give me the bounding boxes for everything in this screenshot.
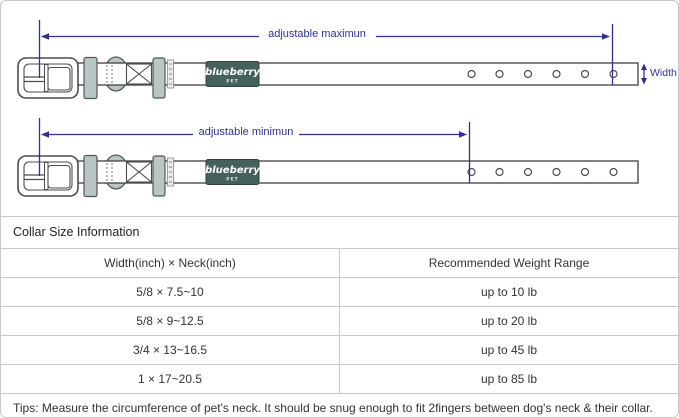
max-dimension-lines	[38, 20, 614, 85]
weight-cell: up to 10 lb	[339, 278, 678, 306]
brand-patch-text: blueberry	[205, 67, 260, 78]
brand-patch-subtext: PET	[226, 79, 238, 85]
adjustable-minimum-label: adjustable minimun	[198, 126, 294, 138]
keeper-loop	[83, 154, 98, 198]
x-stitch-box	[125, 63, 153, 85]
table-header-row: Width(inch) × Neck(inch) Recommended Wei…	[1, 248, 678, 277]
weight-cell: up to 20 lb	[339, 307, 678, 335]
width-label: Width	[650, 67, 677, 79]
keeper-loop	[152, 57, 166, 99]
collar-size-table-section: Collar Size Information Width(inch) × Ne…	[1, 216, 678, 417]
adjustment-holes	[467, 69, 618, 79]
woven-label	[167, 157, 174, 187]
collar-diagram: blueberry PET	[1, 1, 678, 216]
stitch-lines	[106, 163, 113, 181]
collar-max: blueberry PET	[17, 56, 639, 100]
brand-patch-subtext: PET	[226, 177, 238, 183]
size-cell: 5/8 × 9~12.5	[136, 314, 204, 328]
table-row: 3/4 × 13~16.5 up to 45 lb	[1, 335, 678, 364]
section-title-text: Collar Size Information	[13, 225, 140, 239]
column-header-weight: Recommended Weight Range	[339, 249, 678, 277]
column-header-size: Width(inch) × Neck(inch)	[104, 256, 236, 270]
buckle	[17, 57, 79, 99]
collar-min: blueberry PET	[17, 154, 639, 198]
woven-label	[167, 59, 174, 89]
table-row: 5/8 × 9~12.5 up to 20 lb	[1, 306, 678, 335]
buckle	[17, 155, 79, 197]
brand-patch-text: blueberry	[205, 165, 260, 176]
adjustment-holes	[467, 167, 618, 177]
keeper-loop	[83, 56, 98, 100]
size-cell: 3/4 × 13~16.5	[132, 343, 208, 357]
collar-diagram-canvas: blueberry PET	[17, 20, 647, 198]
table-row: 5/8 × 7.5~10 up to 10 lb	[1, 277, 678, 306]
section-title: Collar Size Information	[1, 217, 678, 248]
size-cell: 1 × 17~20.5	[137, 372, 203, 386]
width-dimension-arrow	[641, 63, 647, 85]
keeper-loop	[152, 155, 166, 197]
stitch-lines	[106, 65, 113, 83]
min-dimension-lines	[38, 118, 471, 183]
weight-cell: up to 45 lb	[339, 336, 678, 364]
brand-patch	[205, 61, 260, 87]
brand-patch	[205, 159, 260, 185]
table-row: 1 × 17~20.5 up to 85 lb	[1, 364, 678, 393]
weight-cell: up to 85 lb	[339, 365, 678, 393]
size-cell: 5/8 × 7.5~10	[136, 285, 204, 299]
x-stitch-box	[125, 161, 153, 183]
tips-note: Tips: Measure the circumference of pet's…	[1, 393, 678, 417]
adjustable-maximum-label: adjustable maximun	[268, 28, 366, 40]
